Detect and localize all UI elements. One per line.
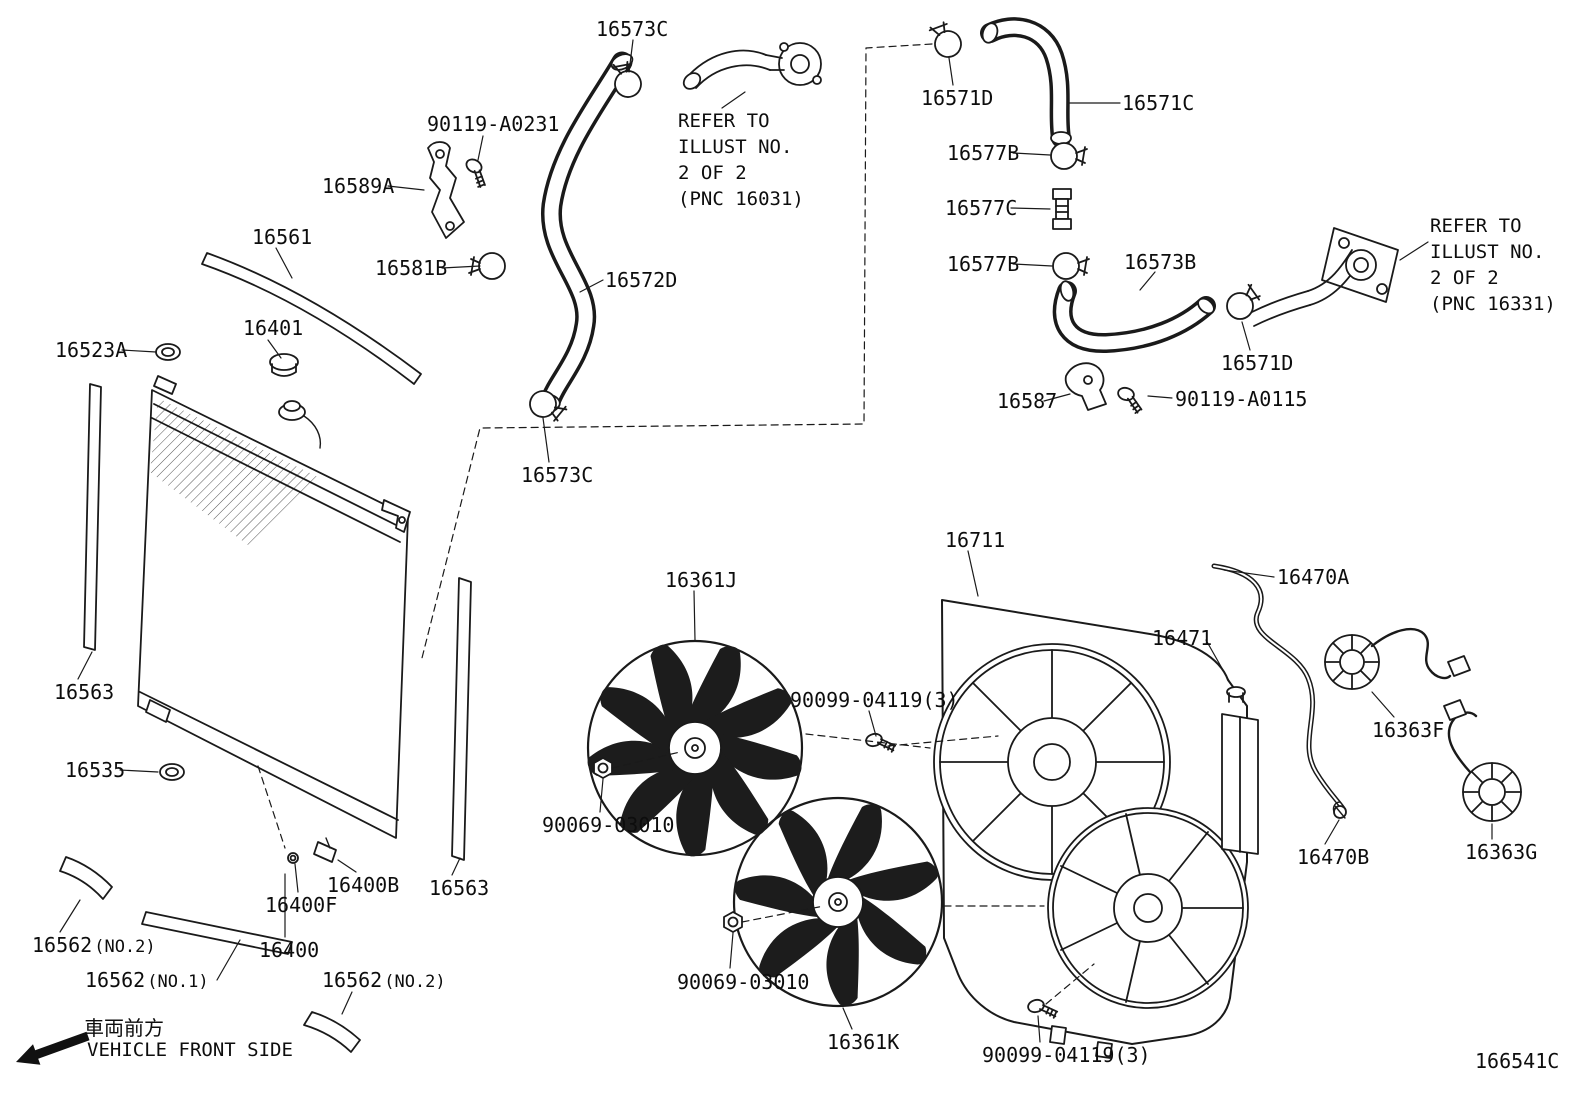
clamp-16571d-top bbox=[924, 16, 967, 63]
refer-note-line: ILLUST NO. bbox=[1430, 241, 1545, 263]
fan-motor-16363g bbox=[1462, 762, 1522, 822]
part-label-16470b: 16470B bbox=[1297, 845, 1370, 869]
part-label-16581b: 16581B bbox=[375, 256, 448, 280]
motor-wire-16363g bbox=[1443, 699, 1478, 774]
part-label-16535: 16535 bbox=[65, 758, 126, 782]
joint-16577c bbox=[1052, 188, 1072, 230]
refer-note-16031: REFER TO ILLUST NO. 2 OF 2 (PNC 16031) bbox=[678, 108, 804, 212]
refer-note-line: 2 OF 2 bbox=[1430, 267, 1499, 289]
part-label-16400: 16400 bbox=[259, 938, 320, 962]
refer-note-line: ILLUST NO. bbox=[678, 136, 793, 158]
part-label-16400b: 16400B bbox=[327, 873, 400, 897]
water-outlet-assembly bbox=[682, 42, 822, 90]
water-inlet-assembly bbox=[1251, 227, 1399, 327]
part-label-16562-no1: 16562(NO.1) bbox=[85, 968, 209, 992]
drain-plug bbox=[313, 841, 337, 863]
leader-lines bbox=[59, 39, 1493, 1043]
part-label-16361k: 16361K bbox=[827, 1030, 900, 1054]
clamp-16577b-upper bbox=[1050, 142, 1088, 170]
bolt-90119-a0115 bbox=[1113, 385, 1147, 416]
refer-note-16331: REFER TO ILLUST NO. 2 OF 2 (PNC 16331) bbox=[1430, 213, 1556, 317]
front-side-label-en: VEHICLE FRONT SIDE bbox=[87, 1039, 293, 1061]
part-label-16577b-upper: 16577B bbox=[947, 141, 1020, 165]
bracket-16589a bbox=[427, 141, 465, 239]
clip-16470b bbox=[1332, 801, 1347, 819]
hose-16573b bbox=[1052, 280, 1216, 353]
grommet-16523a bbox=[155, 343, 181, 361]
hose-16470a bbox=[1211, 563, 1347, 813]
nut-90069-upper bbox=[593, 757, 613, 779]
grommet-16535 bbox=[159, 763, 185, 781]
clamp-16571d-right bbox=[1220, 279, 1267, 326]
fan-shroud-16711 bbox=[933, 599, 1259, 1059]
part-label-90119-a0231: 90119-A0231 bbox=[427, 112, 560, 136]
refer-note-line: REFER TO bbox=[678, 110, 770, 132]
drawing-code: 166541C bbox=[1475, 1049, 1560, 1073]
part-label-16572d: 16572D bbox=[605, 268, 678, 292]
part-label-16571c: 16571C bbox=[1122, 91, 1195, 115]
refer-note-line: (PNC 16331) bbox=[1430, 293, 1556, 315]
part-label-90119-a0115: 90119-A0115 bbox=[1175, 387, 1308, 411]
part-label-16400f: 16400F bbox=[265, 893, 338, 917]
hose-16571c bbox=[980, 17, 1072, 148]
part-label-90069-lower: 90069-03010 bbox=[677, 970, 810, 994]
drain-o-ring bbox=[287, 852, 299, 864]
refer-note-line: 2 OF 2 bbox=[678, 162, 747, 184]
part-label-16363g: 16363G bbox=[1465, 840, 1538, 864]
part-label-16561: 16561 bbox=[252, 225, 313, 249]
radiator-seals bbox=[59, 252, 472, 1053]
part-label-90099-upper: 90099-04119(3) bbox=[790, 688, 959, 712]
part-label-16563-left: 16563 bbox=[54, 680, 115, 704]
part-label-90069-upper: 90069-03010 bbox=[542, 813, 675, 837]
refer-note-line: (PNC 16031) bbox=[678, 188, 804, 210]
part-label-16363f: 16363F bbox=[1372, 718, 1445, 742]
fan-16361k bbox=[732, 796, 944, 1010]
part-label-16562-no2-right: 16562(NO.2) bbox=[322, 968, 446, 992]
part-label-16401: 16401 bbox=[243, 316, 304, 340]
part-label-16571d-right: 16571D bbox=[1221, 351, 1294, 375]
bracket-16587 bbox=[1064, 362, 1107, 411]
part-label-16471: 16471 bbox=[1152, 626, 1213, 650]
front-side-label-jp: 車両前方 bbox=[84, 1016, 164, 1040]
part-label-16523a: 16523A bbox=[55, 338, 128, 362]
part-label-16589a: 16589A bbox=[322, 174, 395, 198]
nut-90069-lower bbox=[723, 911, 743, 933]
fan-motor-16363f bbox=[1324, 634, 1380, 690]
part-label-90099-lower: 90099-04119(3) bbox=[982, 1043, 1151, 1067]
part-label-16711: 16711 bbox=[945, 528, 1006, 552]
bolt-90119-a0231 bbox=[458, 155, 495, 191]
motor-wire-16363f bbox=[1370, 627, 1471, 680]
part-label-16577c: 16577C bbox=[945, 196, 1018, 220]
part-label-16361j: 16361J bbox=[665, 568, 738, 592]
part-label-16563-right: 16563 bbox=[429, 876, 490, 900]
part-label-16573c-top: 16573C bbox=[596, 17, 669, 41]
radiator-drawing bbox=[137, 375, 411, 864]
refer-note-line: REFER TO bbox=[1430, 215, 1522, 237]
fan-16361j bbox=[583, 639, 804, 860]
part-label-16470a: 16470A bbox=[1277, 565, 1350, 589]
cap-16471 bbox=[1226, 686, 1246, 703]
part-label-16562-no2-left: 16562(NO.2) bbox=[32, 933, 156, 957]
clamp-16577b-lower bbox=[1052, 252, 1090, 280]
dashed-lines bbox=[257, 43, 1095, 1005]
part-label-16573c-mid: 16573C bbox=[521, 463, 594, 487]
front-direction-arrow-icon bbox=[16, 1031, 90, 1065]
part-label-16577b-lower: 16577B bbox=[947, 252, 1020, 276]
radiator-cap bbox=[269, 353, 299, 377]
part-label-16573b: 16573B bbox=[1124, 250, 1197, 274]
part-label-16571d-top: 16571D bbox=[921, 86, 994, 110]
hose-16572d bbox=[539, 51, 634, 413]
part-label-16587: 16587 bbox=[997, 389, 1058, 413]
